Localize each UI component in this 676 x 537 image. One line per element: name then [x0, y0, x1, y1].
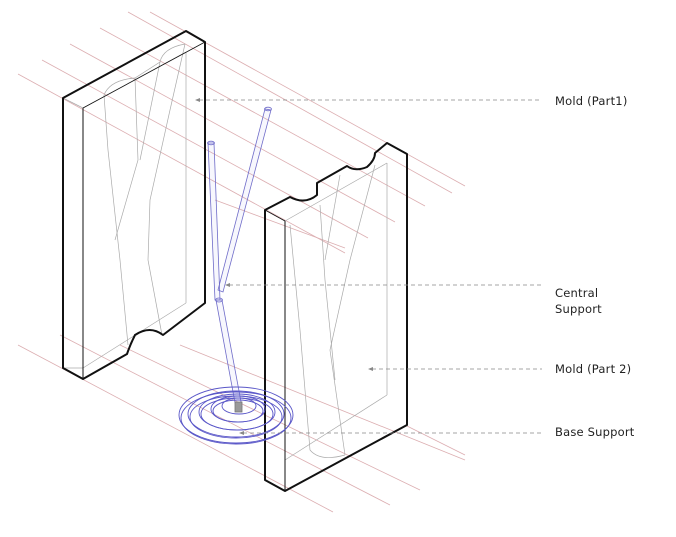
label-central-support-line2: Support — [555, 302, 602, 316]
leader-lines — [199, 99, 542, 434]
mold-part2 — [264, 142, 408, 492]
label-mold-part1: Mold (Part1) — [555, 94, 628, 108]
central-support — [207, 106, 272, 413]
label-mold-part2: Mold (Part 2) — [555, 362, 632, 376]
leader-arrowheads — [195, 98, 373, 435]
label-base-support: Base Support — [555, 425, 635, 439]
label-central-support-line1: Central — [555, 286, 599, 300]
base-support — [178, 386, 294, 445]
mold-part1 — [62, 30, 206, 380]
